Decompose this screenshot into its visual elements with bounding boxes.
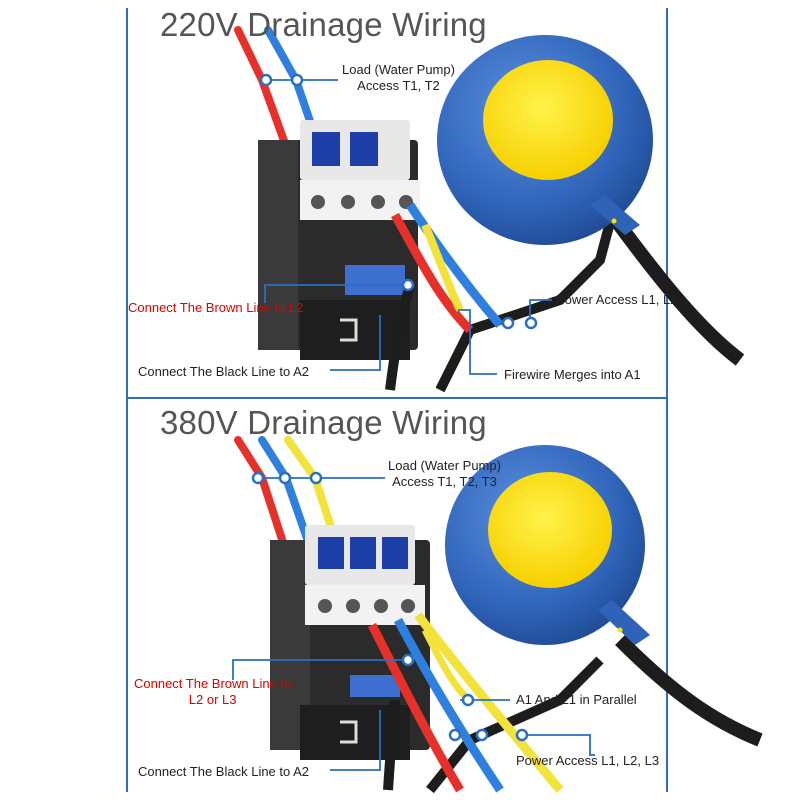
bottom-black-line-label: Connect The Black Line to A2	[138, 764, 310, 779]
top-load-label: Load (Water Pump) Access T1, T2	[342, 62, 455, 94]
top-power-label: Power Access L1, L2	[556, 292, 678, 307]
contactor-icon	[258, 120, 420, 360]
bottom-brown-line-label: Connect The Brown Line to L2 or L3	[134, 676, 291, 708]
bottom-wiring-scene	[232, 436, 763, 794]
top-firewire-label: Firewire Merges into A1	[504, 367, 641, 382]
bottom-brown-line-label-line2: L2 or L3	[188, 692, 237, 707]
bottom-power-label: Power Access L1, L2, L3	[516, 753, 660, 768]
wire-icon	[383, 699, 400, 791]
wire-icon	[394, 617, 504, 793]
connector-dot-icon	[259, 73, 538, 330]
float-switch-icon	[437, 35, 653, 245]
section-divider	[126, 397, 668, 399]
wire-icon	[367, 622, 464, 793]
top-load-label-line1: Load (Water Pump)	[342, 62, 455, 77]
top-load-label-line2: Access T1, T2	[357, 78, 440, 93]
bottom-load-label-line2: Access T1, T2, T3	[392, 474, 497, 489]
bottom-section-title: 380V Drainage Wiring	[160, 404, 487, 441]
bottom-load-label-line1: Load (Water Pump)	[388, 458, 501, 473]
wire-icon	[385, 283, 415, 391]
float-cable	[435, 213, 617, 393]
bottom-load-label: Load (Water Pump) Access T1, T2, T3	[388, 458, 501, 490]
float-cable	[606, 210, 745, 366]
float-cable	[615, 635, 763, 747]
top-brown-line-label: Connect The Brown Line to L2	[128, 300, 304, 315]
top-wiring-scene	[234, 26, 745, 393]
bottom-brown-line-label-line1: Connect The Brown Line to	[134, 676, 292, 691]
image-frame	[126, 8, 668, 792]
wire-icon	[406, 202, 504, 328]
wire-icon	[391, 212, 474, 334]
connector-dot-icon	[251, 471, 529, 742]
top-black-line-label: Connect The Black Line to A2	[138, 364, 310, 379]
wire-icon	[421, 223, 464, 312]
float-switch-icon	[445, 445, 650, 645]
contactor-icon	[270, 525, 430, 760]
bottom-parallel-label: A1 And L1 in Parallel	[516, 692, 637, 707]
top-section-title: 220V Drainage Wiring	[160, 6, 487, 43]
